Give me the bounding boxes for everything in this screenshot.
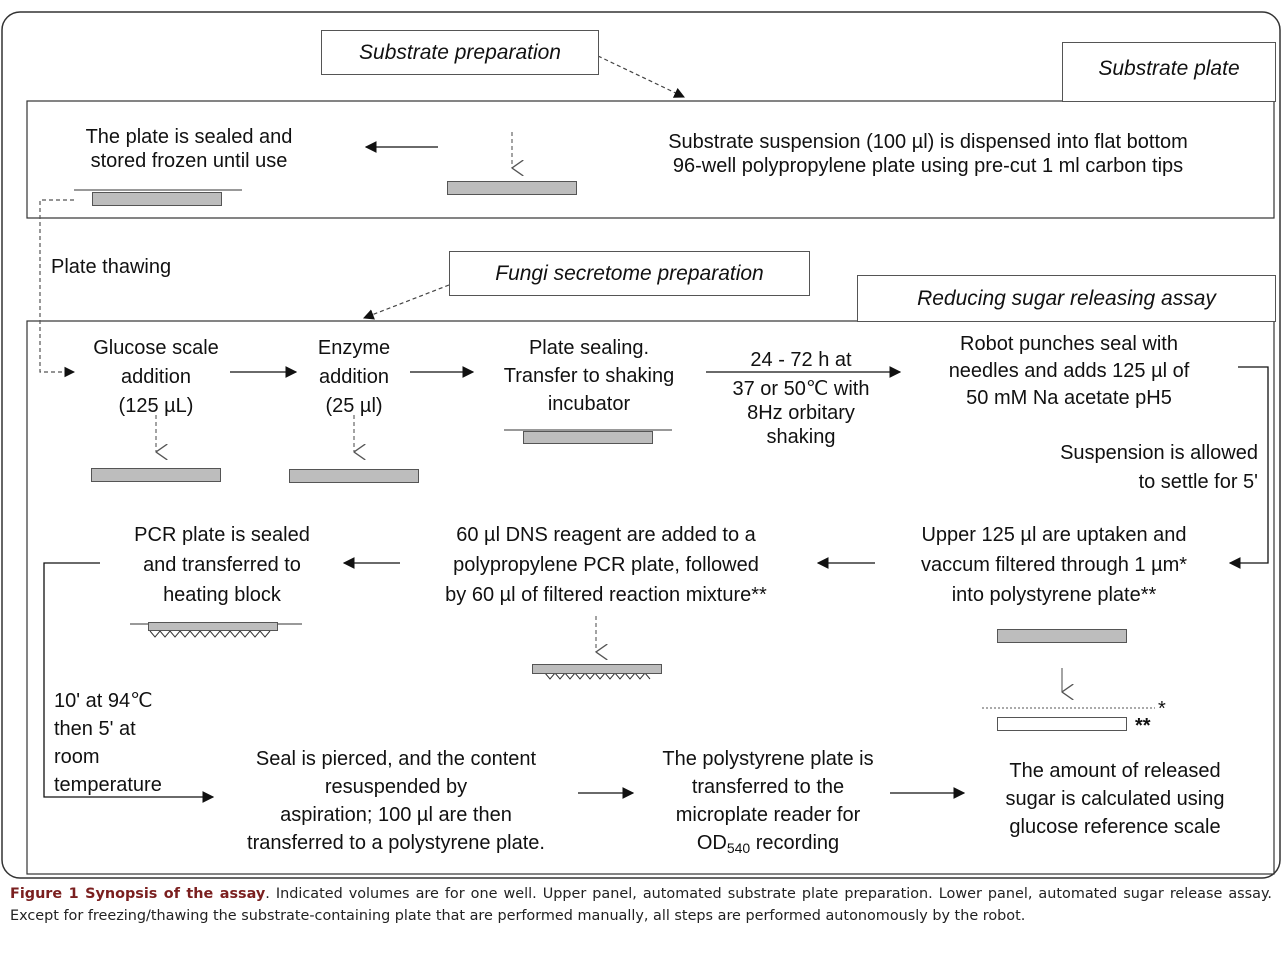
right-loop-line [1228, 366, 1269, 569]
heating-line [43, 562, 215, 803]
plate-sealing-text: Plate sealing. Transfer to shaking incub… [503, 337, 675, 415]
glucose-plate [91, 468, 221, 482]
incubation-conditions: 37 or 50℃ with 8Hz orbitary shaking [732, 378, 870, 448]
dns-plate [532, 664, 662, 674]
substrate-prep-dashed-arrow [597, 55, 685, 98]
upper-panel-box [26, 100, 1275, 219]
filtrate-plate [997, 717, 1127, 731]
substrate-plate [447, 181, 577, 195]
robot-punches-text: Robot punches seal with needles and adds… [948, 333, 1190, 409]
pcr-sealed-text: PCR plate is sealed and transferred to h… [134, 524, 310, 606]
plate-thawing-label: Plate thawing [51, 256, 172, 278]
dns-reagent-text: 60 µl DNS reagent are added to a polypro… [445, 524, 767, 606]
caption-text: . Indicated volumes are for one well. Up… [10, 886, 1272, 924]
filter-marker-double: ** [1135, 715, 1151, 737]
tag-substrate-preparation: Substrate preparation [321, 30, 599, 75]
enzyme-plate [289, 469, 419, 483]
reader-text: The polystyrene plate is transferred to … [662, 748, 874, 856]
incubator-plate [523, 431, 653, 444]
sealed-frozen-text: The plate is sealed and stored frozen un… [85, 126, 293, 172]
dispensed-text: Substrate suspension (100 µl) is dispens… [668, 131, 1188, 177]
settle-text: Suspension is allowed to settle for 5' [1060, 442, 1258, 493]
thaw-dashed-line [39, 199, 76, 378]
glucose-scale-text: Glucose scale addition (125 µL) [93, 337, 219, 417]
fungi-prep-dashed-arrow [362, 284, 450, 320]
heating-text: 10' at 94℃ then 5' at room temperature [54, 690, 162, 796]
upper-uptake-text: Upper 125 µl are uptaken and vaccum filt… [920, 524, 1188, 606]
incubation-time: 24 - 72 h at [750, 349, 852, 371]
filter-marker-single: * [1158, 698, 1166, 720]
outer-frame [1, 11, 1281, 879]
lower-panel-box [26, 320, 1275, 875]
enzyme-addition-text: Enzyme addition (25 µl) [317, 337, 391, 417]
polystyrene-plate [997, 629, 1127, 643]
caption-label: Figure 1 Synopsis of the assay [10, 886, 266, 902]
seal-pierced-text: Seal is pierced, and the content resuspe… [247, 748, 545, 854]
tag-fungi-secretome-preparation: Fungi secretome preparation [449, 251, 810, 296]
amount-released-text: The amount of released sugar is calculat… [1005, 760, 1225, 838]
pcr-plate [148, 622, 278, 631]
sealed-plate [92, 192, 222, 206]
tag-substrate-plate: Substrate plate [1062, 42, 1276, 102]
figure-caption: Figure 1 Synopsis of the assay. Indicate… [10, 883, 1272, 927]
tag-reducing-sugar-assay: Reducing sugar releasing assay [857, 275, 1276, 322]
